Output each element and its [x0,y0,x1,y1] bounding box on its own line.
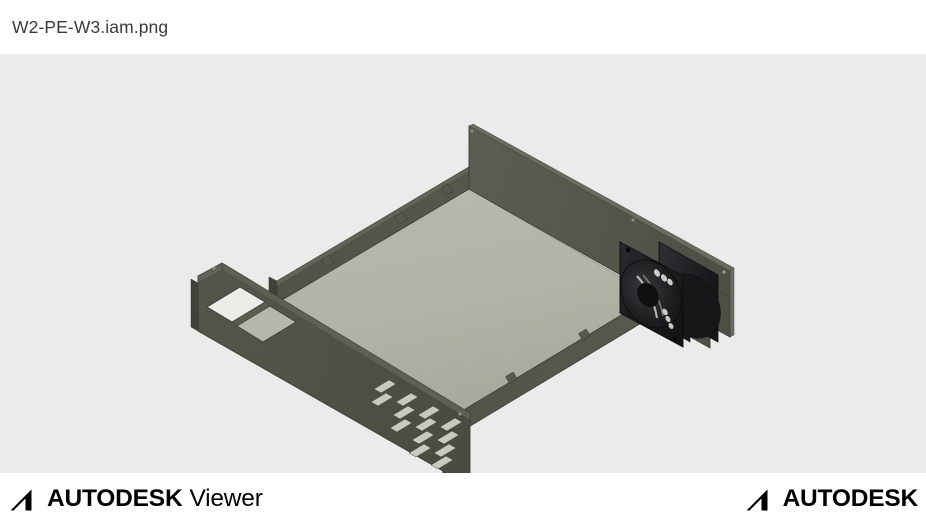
chassis-assembly[interactable] [190,123,735,473]
brand-text-group: AUTODESK Viewer [47,487,263,512]
autodesk-wordmark: AUTODESK [782,485,919,513]
footer-bar: AUTODESK Viewer AUTODESK [0,473,926,526]
left-side-rail[interactable] [268,166,470,304]
autodesk-logo-icon [10,489,32,510]
page-title: W2-PE-W3.iam.png [12,16,169,37]
front-cutouts [206,286,297,343]
fan-impeller [620,259,682,329]
model-viewer-canvas[interactable] [0,54,926,473]
product-name: Viewer [189,485,263,513]
autodesk-brand-right: AUTODESK [746,487,918,512]
front-panel[interactable] [190,262,480,473]
mounting-tabs [321,183,453,268]
cad-model-svg[interactable] [0,54,926,473]
vent-slot-grid [370,379,463,470]
autodesk-logo-icon [746,489,768,510]
autodesk-wordmark: AUTODESK [47,485,183,513]
cooling-fan[interactable] [608,241,731,349]
autodesk-viewer-brand: AUTODESK Viewer [10,487,263,512]
header-bar: W2-PE-W3.iam.png [0,0,926,54]
